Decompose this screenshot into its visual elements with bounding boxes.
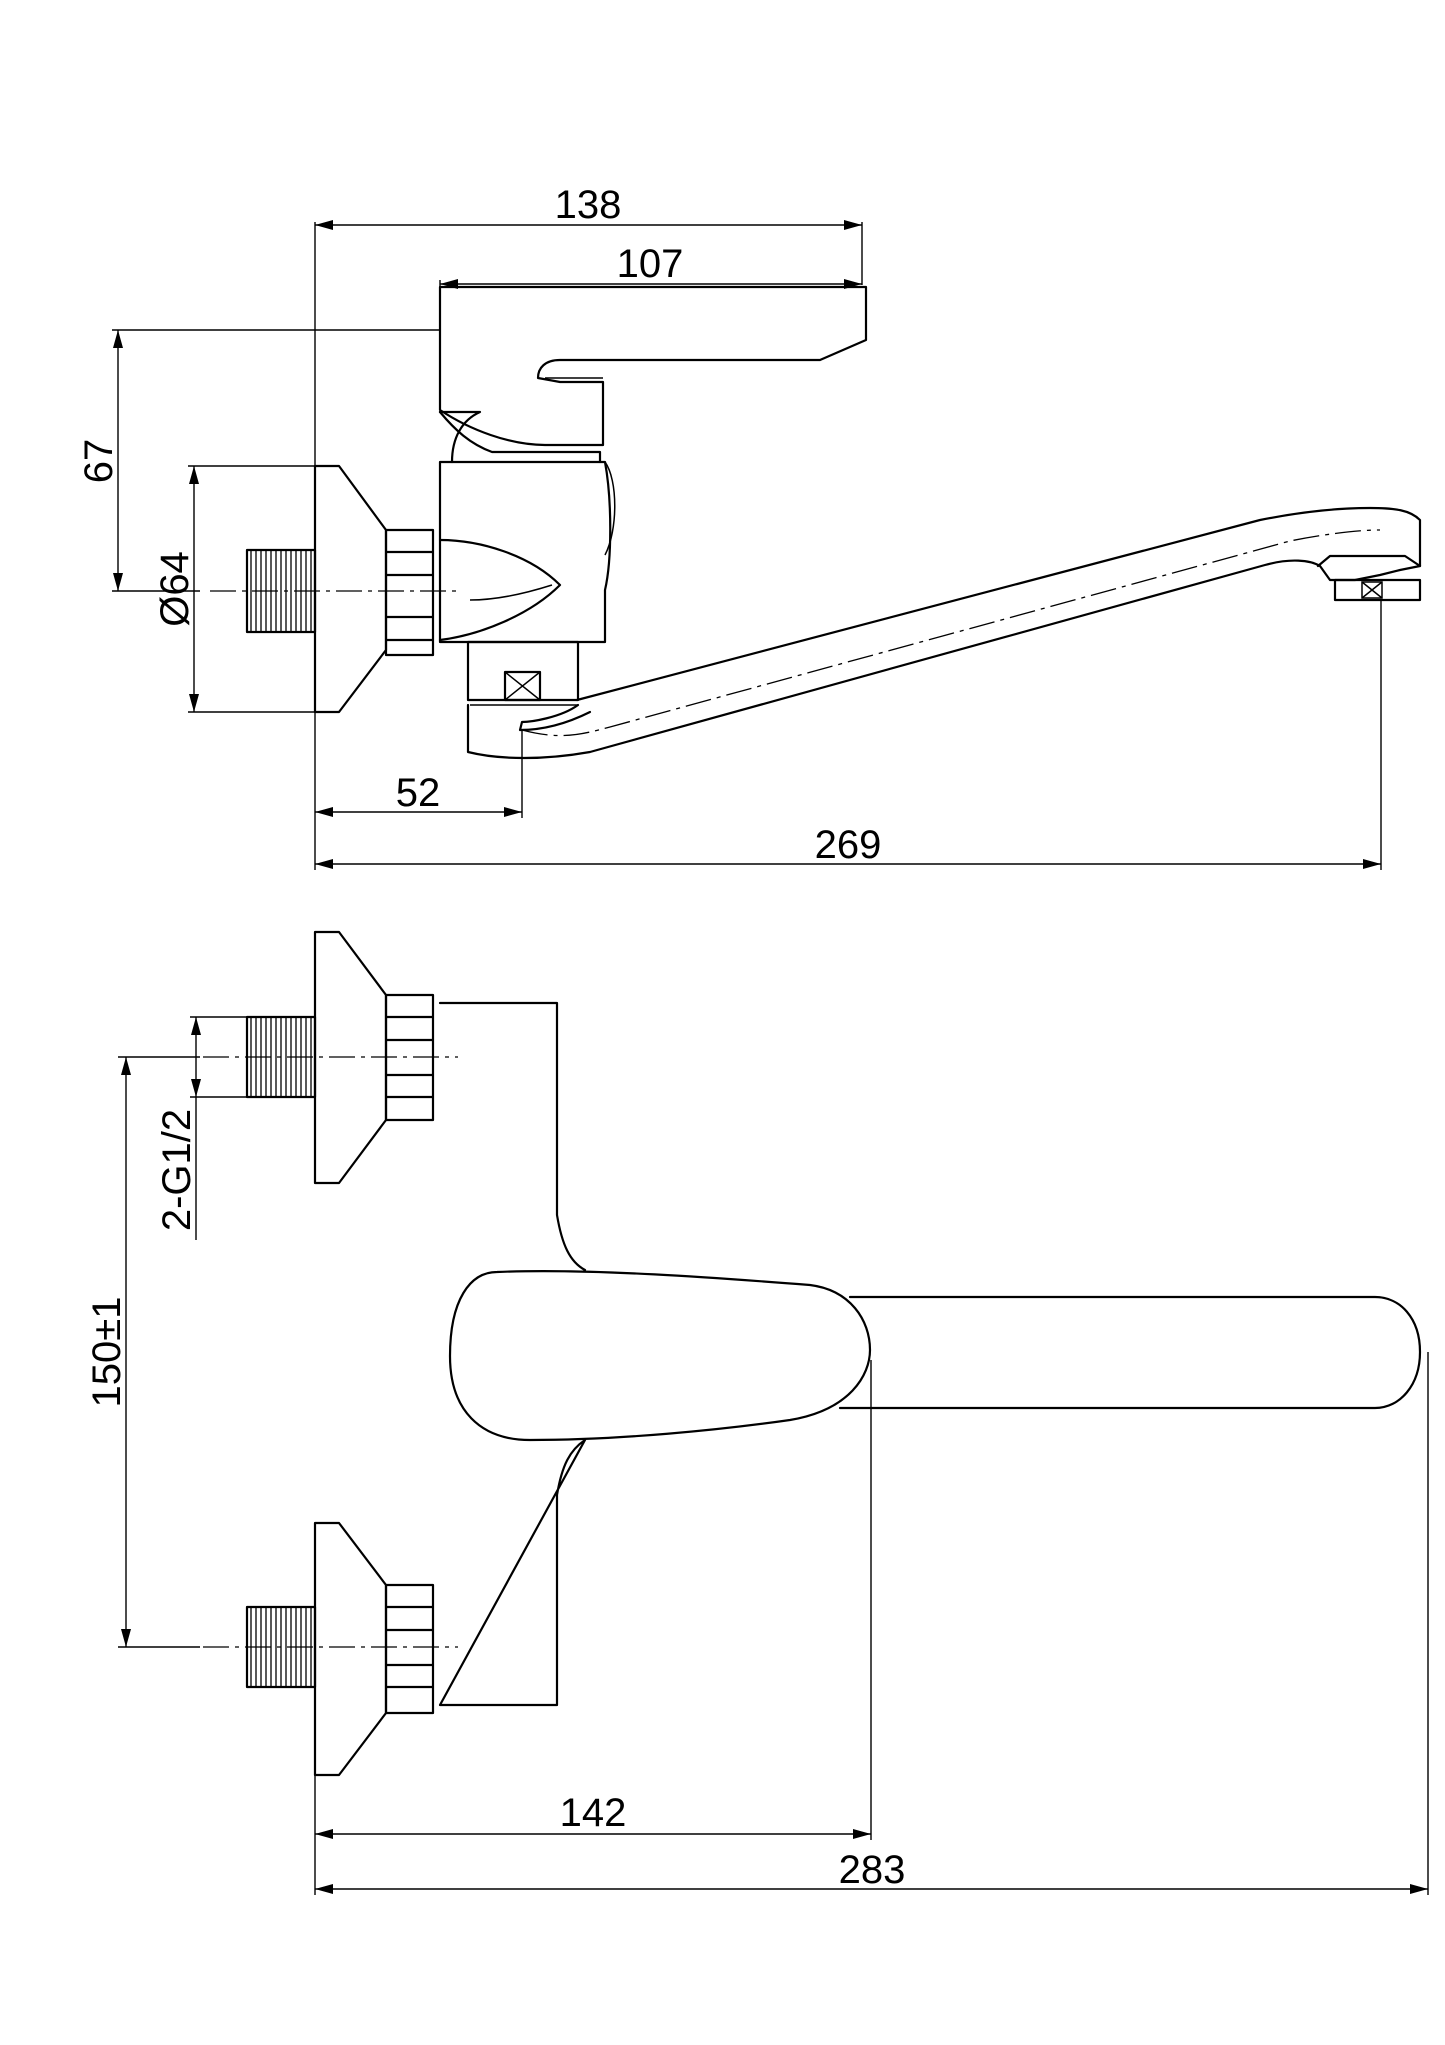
top-valve-body bbox=[438, 1001, 587, 1707]
side-view: 138 107 67 Ø64 52 269 bbox=[77, 183, 1422, 870]
dim-52: 52 bbox=[315, 730, 523, 818]
dim-thread-label: 2-G1/2 bbox=[155, 1109, 199, 1231]
dim-thread: 2-G1/2 bbox=[155, 1016, 247, 1240]
dim-150-label: 150±1 bbox=[85, 1297, 129, 1408]
top-flange-lower bbox=[313, 1521, 388, 1777]
side-aerator bbox=[1333, 578, 1422, 602]
top-hex-nut-lower bbox=[384, 1583, 435, 1715]
side-wall-flange bbox=[313, 464, 388, 714]
dim-138: 138 bbox=[314, 183, 863, 470]
dim-52-label: 52 bbox=[396, 771, 441, 815]
dim-269: 269 bbox=[314, 600, 1382, 870]
dim-142-label: 142 bbox=[560, 1791, 627, 1835]
top-lever-handle bbox=[448, 1269, 872, 1442]
dim-107: 107 bbox=[439, 242, 862, 290]
top-spout bbox=[838, 1295, 1422, 1410]
dim-107-label: 107 bbox=[617, 242, 684, 286]
dim-138-label: 138 bbox=[555, 183, 622, 227]
dim-67-label: 67 bbox=[77, 439, 121, 484]
dim-283-label: 283 bbox=[839, 1848, 906, 1892]
side-valve-body bbox=[438, 460, 612, 644]
dim-283: 283 bbox=[314, 1352, 1429, 1895]
side-cartridge-cap bbox=[438, 410, 482, 464]
dim-flange-diameter: Ø64 bbox=[153, 465, 315, 713]
side-button-dome bbox=[438, 538, 562, 642]
side-lever-handle bbox=[438, 285, 868, 447]
top-view: 2-G1/2 150±1 142 283 bbox=[85, 930, 1429, 1895]
side-spout-centerline bbox=[521, 529, 1381, 737]
dim-142: 142 bbox=[314, 1360, 872, 1840]
dim-269-label: 269 bbox=[815, 823, 882, 867]
dim-67: 67 bbox=[77, 329, 440, 592]
top-hex-nut-upper bbox=[384, 993, 435, 1122]
dim-150: 150±1 bbox=[85, 1056, 200, 1648]
side-hex-nut bbox=[384, 528, 435, 657]
dim-flange-diameter-label: Ø64 bbox=[153, 551, 197, 627]
